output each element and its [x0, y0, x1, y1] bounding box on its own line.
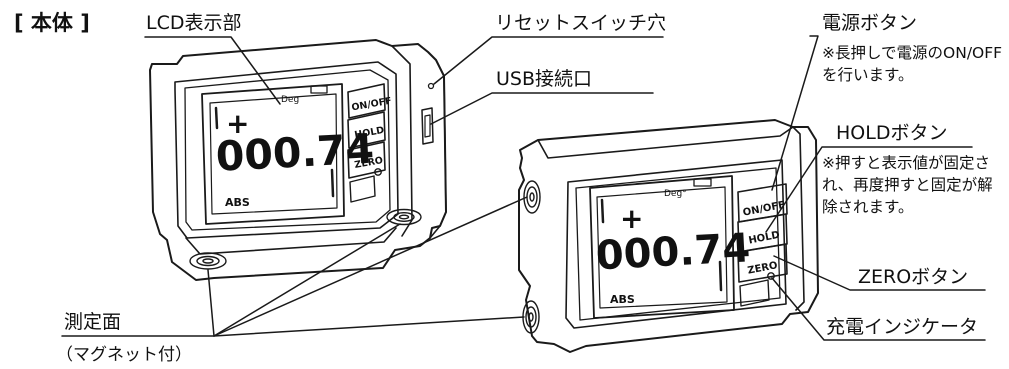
leader-lines — [61, 35, 986, 341]
right-device — [518, 119, 819, 353]
left-unit-label: Deg — [281, 95, 299, 105]
left-device — [149, 39, 447, 281]
hold-button-note: ※押すと表示値が固定され、再度押すと固定が解除されます。 — [822, 154, 993, 216]
right-reading: 000.74 — [595, 225, 752, 279]
magnet-note: （マグネット付） — [56, 345, 192, 365]
left-mode: ABS — [225, 196, 250, 209]
reset-hole-label: リセットスイッチ穴 — [495, 12, 667, 34]
charge-indicator-label: 充電インジケータ — [826, 316, 979, 338]
zero-button-label: ZEROボタン — [858, 266, 969, 288]
left-onoff-button[interactable]: ON/OFF — [351, 96, 393, 114]
left-sign: + — [226, 107, 249, 140]
left-hold-button[interactable]: HOLD — [354, 125, 386, 141]
right-unit-label: Deg° — [664, 189, 687, 199]
usb-port-label: USB接続口 — [496, 68, 593, 90]
left-reading: 000.74 — [215, 125, 376, 181]
hold-button-label: HOLDボタン — [836, 122, 948, 144]
right-hold-button[interactable]: HOLD — [748, 230, 781, 247]
measuring-surface-label: 測定面 — [64, 311, 122, 333]
section-title: [ 本体 ] — [14, 11, 90, 35]
power-button-label: 電源ボタン — [822, 12, 918, 34]
left-zero-button[interactable]: ZERO — [354, 155, 384, 171]
right-sign: + — [620, 202, 643, 235]
power-button-note: ※長押しで電源のON/OFFを行います。 — [822, 44, 1003, 84]
lcd-display-label: LCD表示部 — [146, 12, 242, 34]
right-mode: ABS — [610, 293, 635, 306]
